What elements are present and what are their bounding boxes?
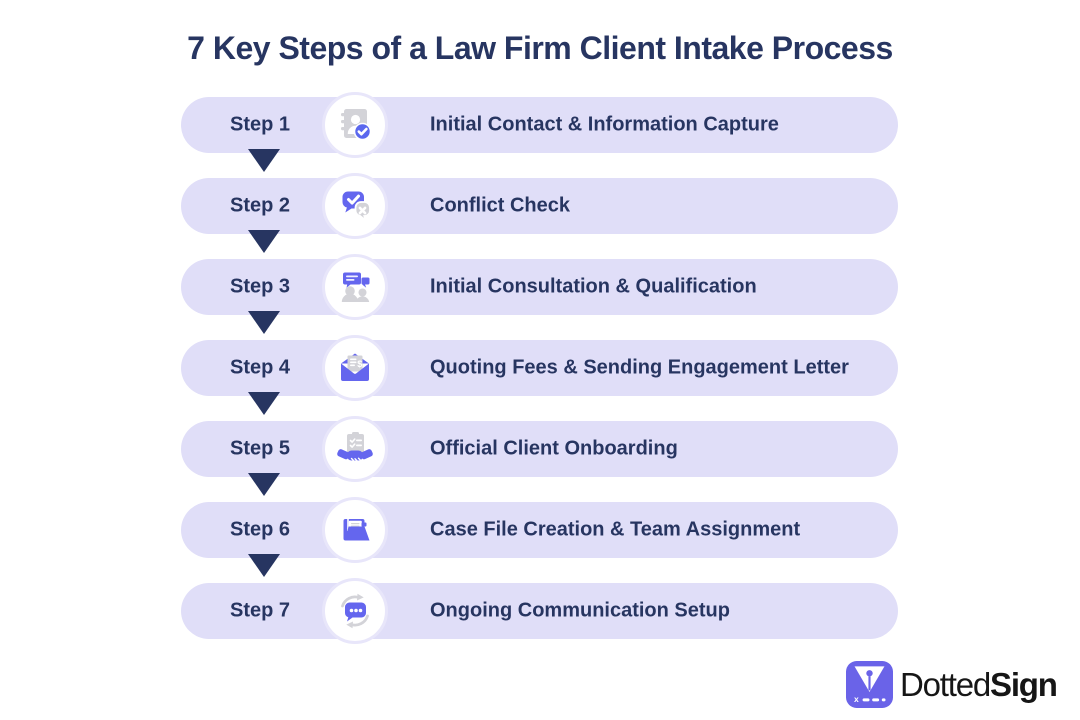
- step-description: Initial Contact & Information Capture: [430, 113, 779, 136]
- step-pill: Step 7 Ongoing Communication Setup: [181, 578, 898, 644]
- down-arrow-icon: [248, 149, 280, 172]
- page-title: 7 Key Steps of a Law Firm Client Intake …: [187, 30, 893, 66]
- contact-book-check-icon: [322, 92, 388, 158]
- step-description: Official Client Onboarding: [430, 437, 678, 460]
- step-description: Initial Consultation & Qualification: [430, 275, 757, 298]
- svg-text:x: x: [854, 694, 859, 704]
- step-label: Step 3: [230, 275, 291, 298]
- step-row: Step 4 $ Quoting Fees & Sending Engageme…: [181, 335, 898, 415]
- step-label: Step 2: [230, 194, 291, 217]
- steps-list: Step 1 Initial: [181, 92, 898, 644]
- step-row: Step 3 Initial Consultation & Quali: [181, 254, 898, 334]
- svg-text:$: $: [357, 359, 362, 369]
- case-file-folder-icon: [322, 497, 388, 563]
- step-label: Step 1: [230, 113, 291, 136]
- step-description: Case File Creation & Team Assignment: [430, 518, 801, 541]
- step-pill: Step 2 Conflict Check: [181, 173, 898, 239]
- down-arrow-icon: [248, 554, 280, 577]
- conflict-check-bubbles-icon: [322, 173, 388, 239]
- brand-logo: x DottedSign: [846, 661, 1058, 708]
- step-label: Step 4: [230, 356, 291, 379]
- step-row: Step 1 Initial: [181, 92, 898, 172]
- down-arrow-icon: [248, 473, 280, 496]
- step-description: Ongoing Communication Setup: [430, 599, 730, 622]
- pen-nib-app-icon: x: [846, 661, 893, 708]
- step-label: Step 5: [230, 437, 291, 460]
- onboarding-handshake-icon: [322, 416, 388, 482]
- brand-name-light: Dotted: [900, 665, 991, 703]
- communication-sync-icon: [322, 578, 388, 644]
- step-pill: Step 5: [181, 416, 898, 482]
- step-row: Step 7 Ongoing Communication Setup: [181, 578, 898, 644]
- step-row: Step 6 Case File Creation & Team Assignm…: [181, 497, 898, 577]
- engagement-letter-envelope-icon: $: [322, 335, 388, 401]
- step-pill: Step 1 Initial: [181, 92, 898, 158]
- step-pill: Step 4 $ Quoting Fees & Sending Engageme…: [181, 335, 898, 401]
- step-pill: Step 3 Initial Consultation & Quali: [181, 254, 898, 320]
- step-pill: Step 6 Case File Creation & Team Assignm…: [181, 497, 898, 563]
- step-row: Step 2 Conflict Check: [181, 173, 898, 253]
- step-description: Quoting Fees & Sending Engagement Letter: [430, 356, 849, 379]
- step-label: Step 7: [230, 599, 291, 622]
- down-arrow-icon: [248, 230, 280, 253]
- consultation-people-icon: [322, 254, 388, 320]
- down-arrow-icon: [248, 311, 280, 334]
- step-label: Step 6: [230, 518, 291, 541]
- down-arrow-icon: [248, 392, 280, 415]
- brand-name: DottedSign: [900, 665, 1058, 704]
- step-description: Conflict Check: [430, 194, 571, 217]
- brand-name-bold: Sign: [990, 665, 1058, 703]
- step-row: Step 5: [181, 416, 898, 496]
